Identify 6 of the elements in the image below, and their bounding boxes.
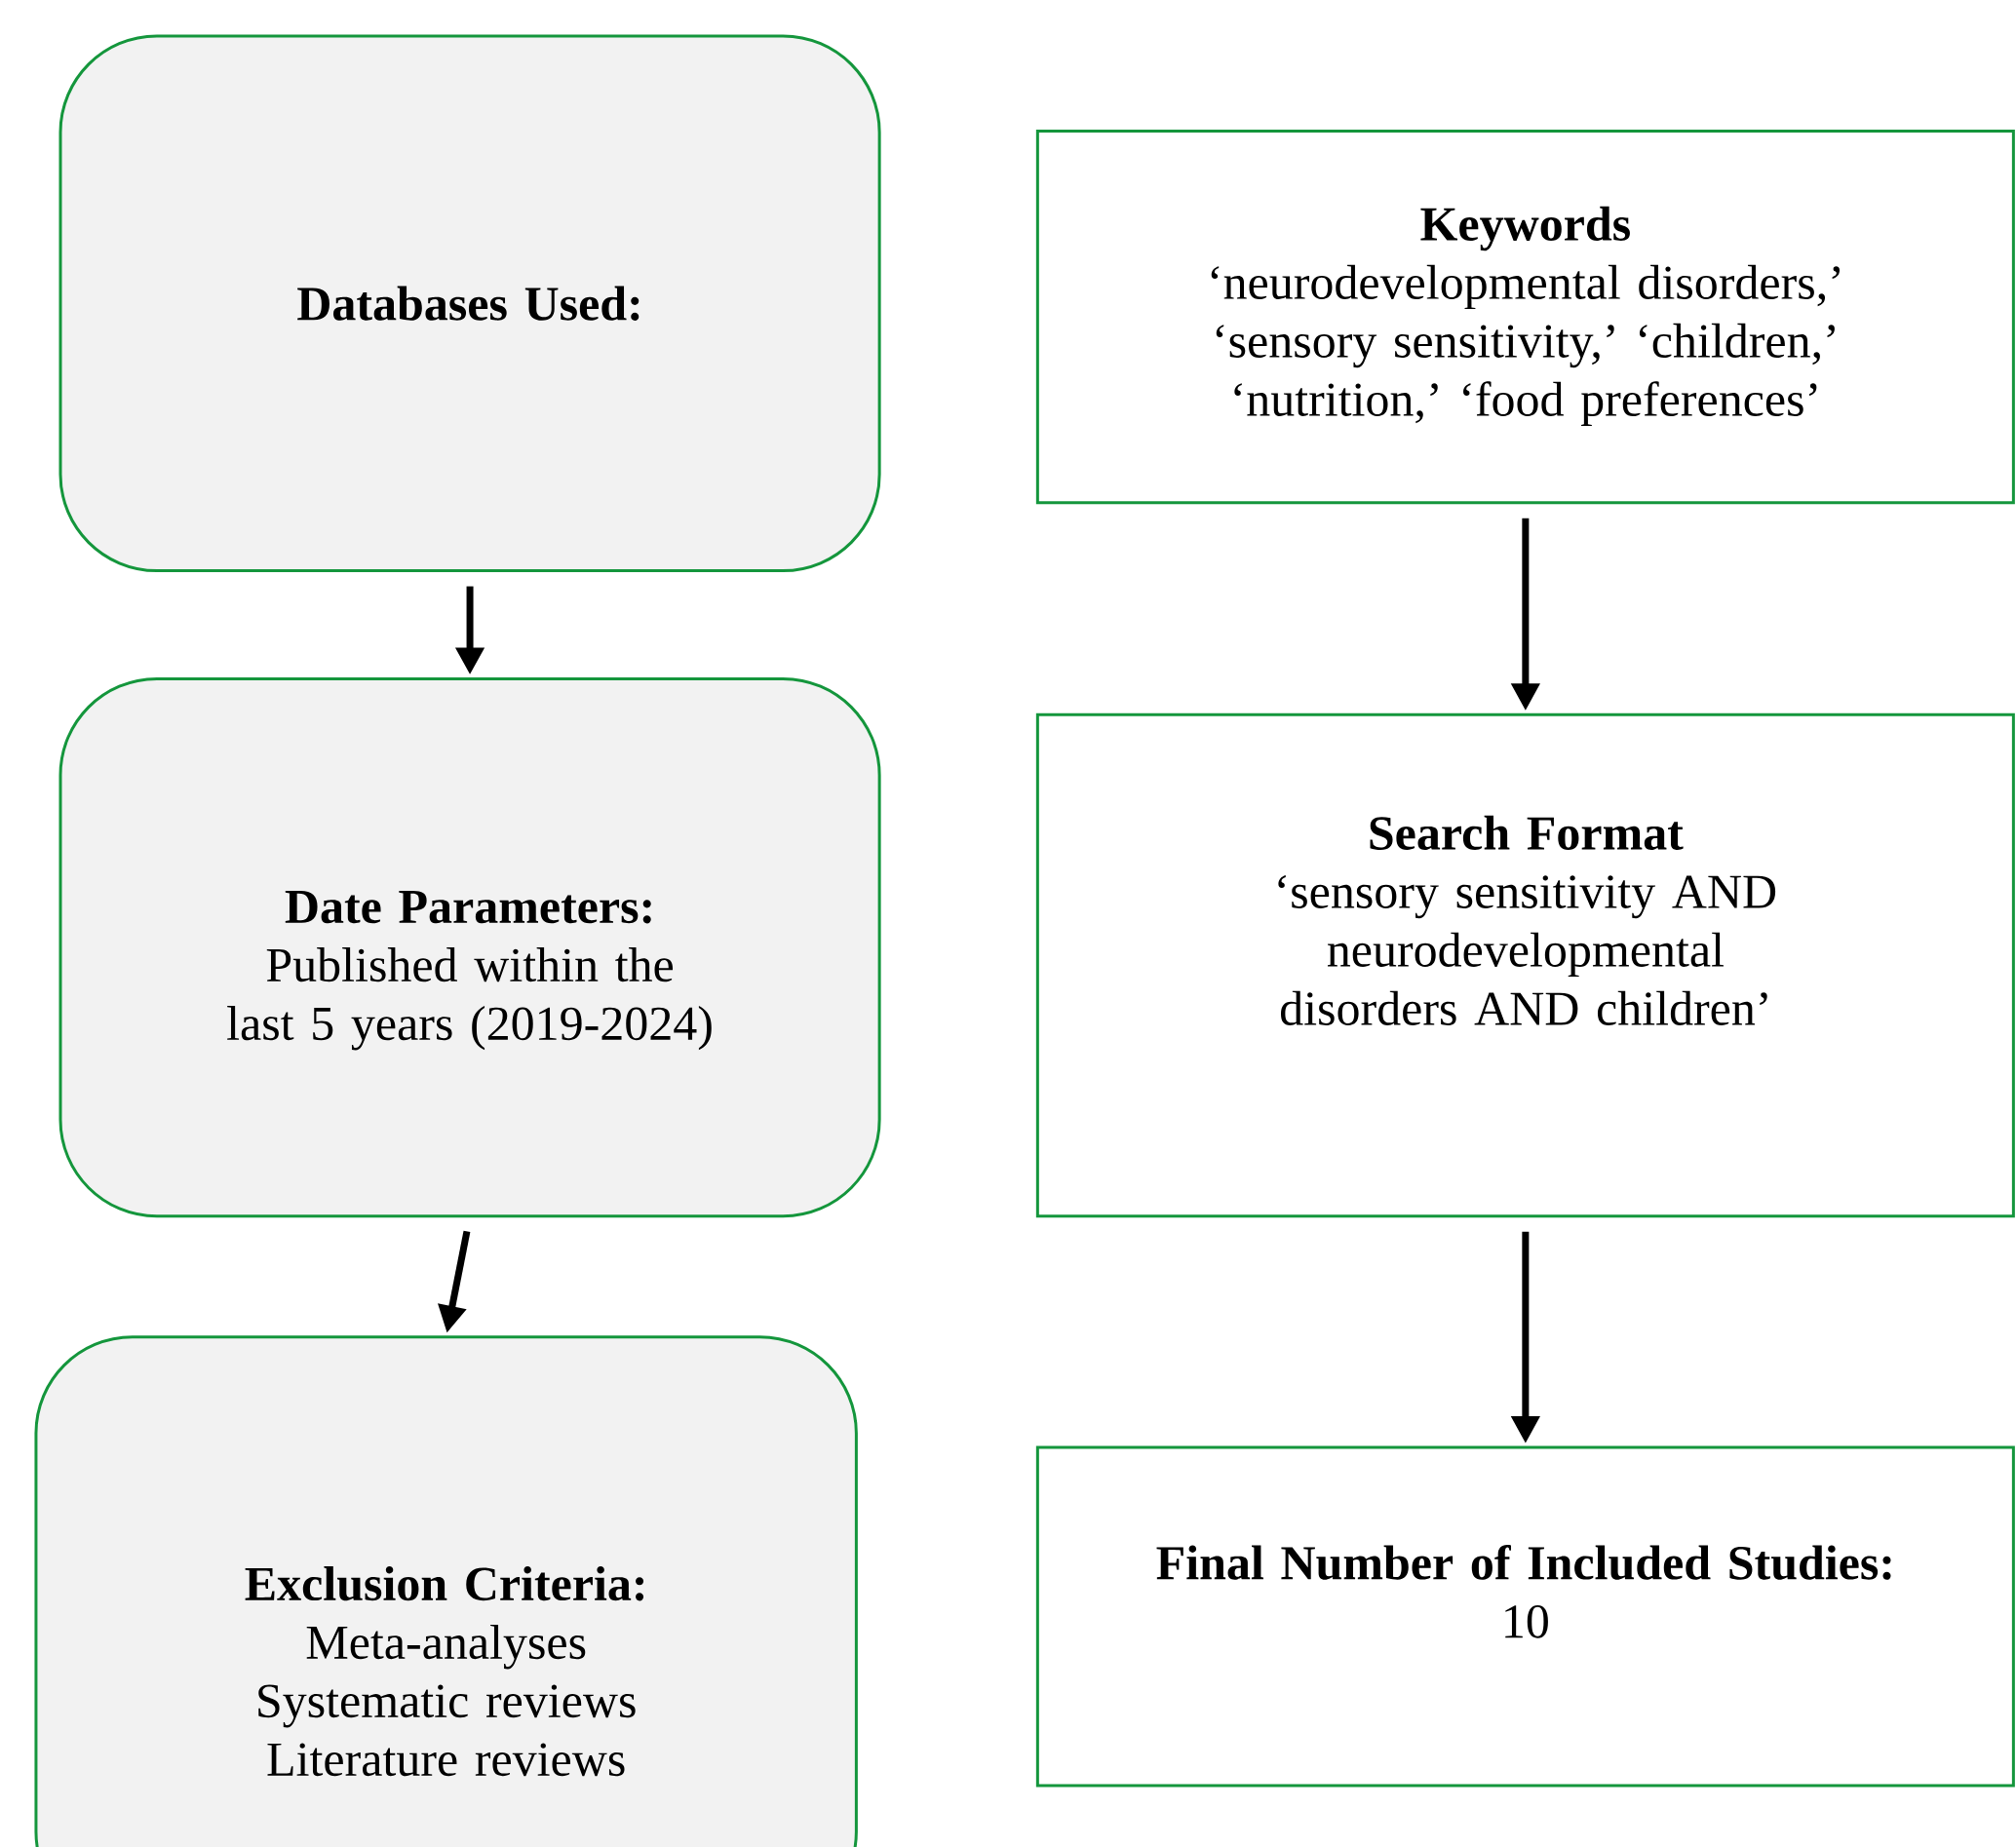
process-box: Exclusion Criteria: Meta-analyses Systematic reviews Literature reviews: [34, 1335, 858, 1847]
process-box: Date Parameters: Published within the last 5 years (2019-2024): [58, 676, 881, 1218]
text-box: Final Number of Included Studies: 10: [1035, 1445, 2015, 1788]
text-box: Keywords ‘neurodevelopmental disorders,’ ‘sensory sensitivity,’ ‘children,’ ‘nutrition,’ ‘food preferences’: [1035, 129, 2015, 505]
text-box: Search Format ‘sensory sensitivity AND neurodevelopmental disorders AND children’: [1035, 712, 2015, 1218]
process-box: Databases Used:: [58, 34, 881, 572]
